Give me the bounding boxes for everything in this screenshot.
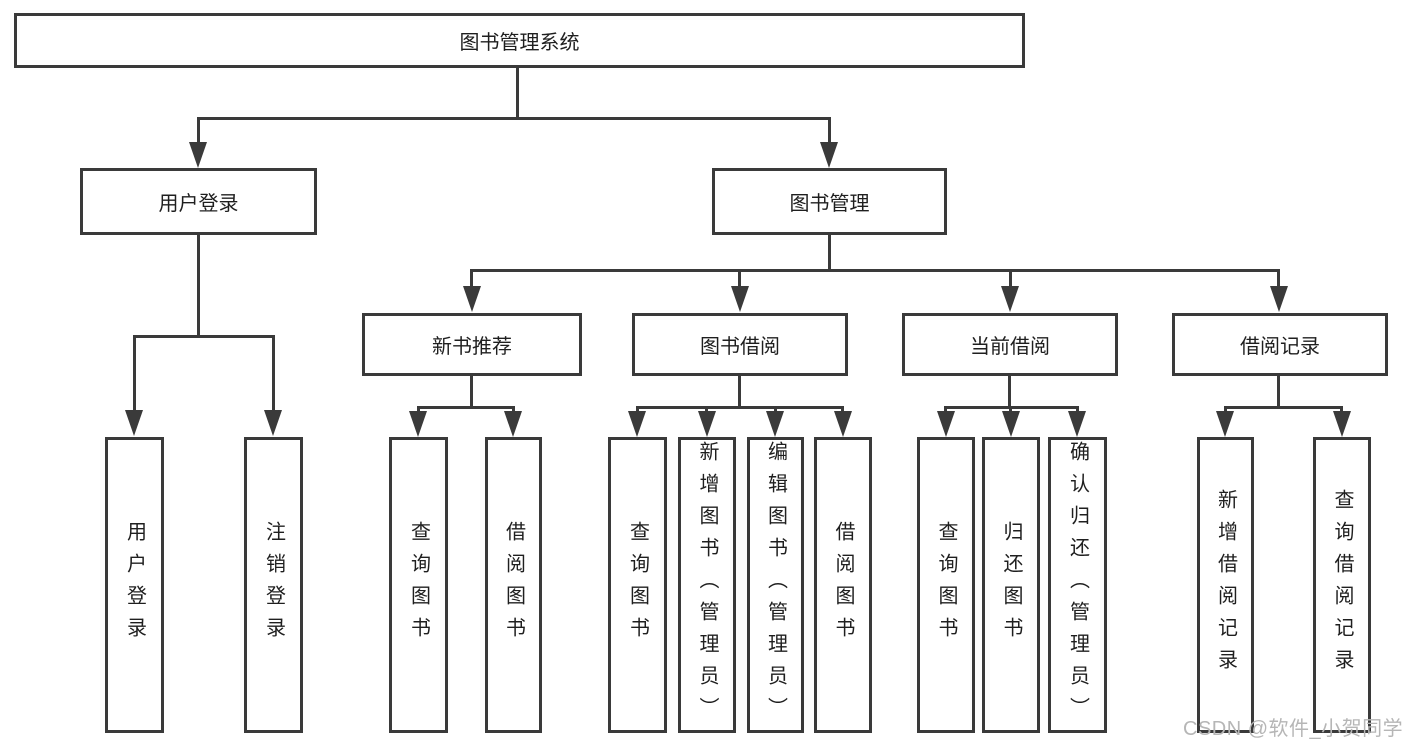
node-leaf-borrow-books-a-label: 借阅图书 xyxy=(502,521,525,649)
node-leaf-add-borrow-record-label: 新增借阅记录 xyxy=(1214,489,1237,681)
node-leaf-query-borrow-record: 查询借阅记录 xyxy=(1313,437,1371,733)
node-leaf-query-books-b-label: 查询图书 xyxy=(626,521,649,649)
arrowhead-down-icon xyxy=(463,286,481,312)
arrowhead-down-icon xyxy=(766,411,784,437)
node-leaf-user-login-label: 用户登录 xyxy=(123,521,146,649)
connector-line xyxy=(636,406,639,412)
connector-line xyxy=(197,117,200,144)
connector-line xyxy=(841,406,844,412)
node-new-book-recommend-label: 新书推荐 xyxy=(432,336,512,358)
connector-line xyxy=(1277,269,1280,286)
arrowhead-down-icon xyxy=(1216,411,1234,437)
connector-line xyxy=(1009,406,1012,412)
connector-line xyxy=(417,406,420,412)
arrowhead-down-icon xyxy=(189,142,207,168)
node-leaf-return-books: 归还图书 xyxy=(982,437,1040,733)
node-leaf-query-books-c-label: 查询图书 xyxy=(935,521,957,649)
connector-line xyxy=(133,335,274,338)
connector-line xyxy=(705,406,708,412)
node-root: 图书管理系统 xyxy=(14,13,1025,68)
node-leaf-query-books-c: 查询图书 xyxy=(917,437,975,733)
connector-line xyxy=(512,406,515,412)
connector-line xyxy=(1076,406,1079,412)
connector-line xyxy=(1277,376,1280,406)
node-new-book-recommend: 新书推荐 xyxy=(362,313,582,376)
arrowhead-down-icon xyxy=(834,411,852,437)
node-book-borrowing-label: 图书借阅 xyxy=(700,336,780,358)
connector-line xyxy=(636,406,843,409)
connector-line xyxy=(272,335,275,410)
connector-line xyxy=(828,235,831,271)
node-leaf-borrow-books-b: 借阅图书 xyxy=(814,437,872,733)
arrowhead-down-icon xyxy=(731,286,749,312)
node-user-login: 用户登录 xyxy=(80,168,317,235)
connector-line xyxy=(197,235,200,335)
node-leaf-query-books-a: 查询图书 xyxy=(389,437,448,733)
node-book-management-label: 图书管理 xyxy=(789,193,870,215)
arrowhead-down-icon xyxy=(1333,411,1351,437)
connector-line xyxy=(470,269,1280,272)
node-current-borrowing-label: 当前借阅 xyxy=(970,336,1050,358)
arrowhead-down-icon xyxy=(937,411,955,437)
arrowhead-down-icon xyxy=(820,142,838,168)
arrowhead-down-icon xyxy=(1068,411,1086,437)
node-leaf-query-books-b: 查询图书 xyxy=(608,437,667,733)
arrowhead-down-icon xyxy=(1001,286,1019,312)
node-borrowing-records-label: 借阅记录 xyxy=(1240,336,1320,358)
node-user-login-label: 用户登录 xyxy=(158,193,239,215)
node-leaf-edit-books-admin-label: 编辑图书（管理员） xyxy=(764,441,787,729)
node-book-management: 图书管理 xyxy=(712,168,947,235)
arrowhead-down-icon xyxy=(409,411,427,437)
connector-line xyxy=(738,269,741,286)
connector-line xyxy=(1009,269,1012,286)
arrowhead-down-icon xyxy=(628,411,646,437)
connector-line xyxy=(1008,376,1011,406)
node-leaf-confirm-return-admin: 确认归还（管理员） xyxy=(1048,437,1107,733)
connector-line xyxy=(418,406,514,409)
connector-line xyxy=(1224,406,1227,412)
connector-line xyxy=(944,406,947,412)
arrowhead-down-icon xyxy=(1002,411,1020,437)
connector-line xyxy=(828,117,831,144)
node-leaf-edit-books-admin: 编辑图书（管理员） xyxy=(747,437,804,733)
node-leaf-query-borrow-record-label: 查询借阅记录 xyxy=(1331,489,1353,681)
arrowhead-down-icon xyxy=(698,411,716,437)
node-root-label: 图书管理系统 xyxy=(459,32,580,54)
csdn-watermark: CSDN @软件_小贺同学 xyxy=(1183,718,1404,740)
node-leaf-add-books-admin: 新增图书（管理员） xyxy=(678,437,736,733)
connector-line xyxy=(1224,406,1342,409)
node-leaf-query-books-a-label: 查询图书 xyxy=(407,521,430,649)
node-leaf-logout: 注销登录 xyxy=(244,437,303,733)
arrowhead-down-icon xyxy=(1270,286,1288,312)
connector-line xyxy=(774,406,777,412)
connector-line xyxy=(197,117,831,120)
arrowhead-down-icon xyxy=(125,410,143,436)
connector-line xyxy=(1340,406,1343,412)
node-leaf-confirm-return-admin-label: 确认归还（管理员） xyxy=(1066,441,1089,729)
node-leaf-logout-label: 注销登录 xyxy=(262,521,285,649)
node-current-borrowing: 当前借阅 xyxy=(902,313,1118,376)
connector-line xyxy=(470,376,473,406)
node-leaf-return-books-label: 归还图书 xyxy=(1000,521,1022,649)
connector-line xyxy=(133,335,136,410)
node-borrowing-records: 借阅记录 xyxy=(1172,313,1388,376)
node-leaf-borrow-books-b-label: 借阅图书 xyxy=(832,521,854,649)
connector-line xyxy=(738,376,741,406)
connector-line xyxy=(516,67,519,118)
arrowhead-down-icon xyxy=(504,411,522,437)
node-leaf-user-login: 用户登录 xyxy=(105,437,164,733)
node-leaf-add-books-admin-label: 新增图书（管理员） xyxy=(696,441,718,729)
node-book-borrowing: 图书借阅 xyxy=(632,313,848,376)
arrowhead-down-icon xyxy=(264,410,282,436)
connector-line xyxy=(470,269,473,286)
node-leaf-borrow-books-a: 借阅图书 xyxy=(485,437,542,733)
node-leaf-add-borrow-record: 新增借阅记录 xyxy=(1197,437,1254,733)
